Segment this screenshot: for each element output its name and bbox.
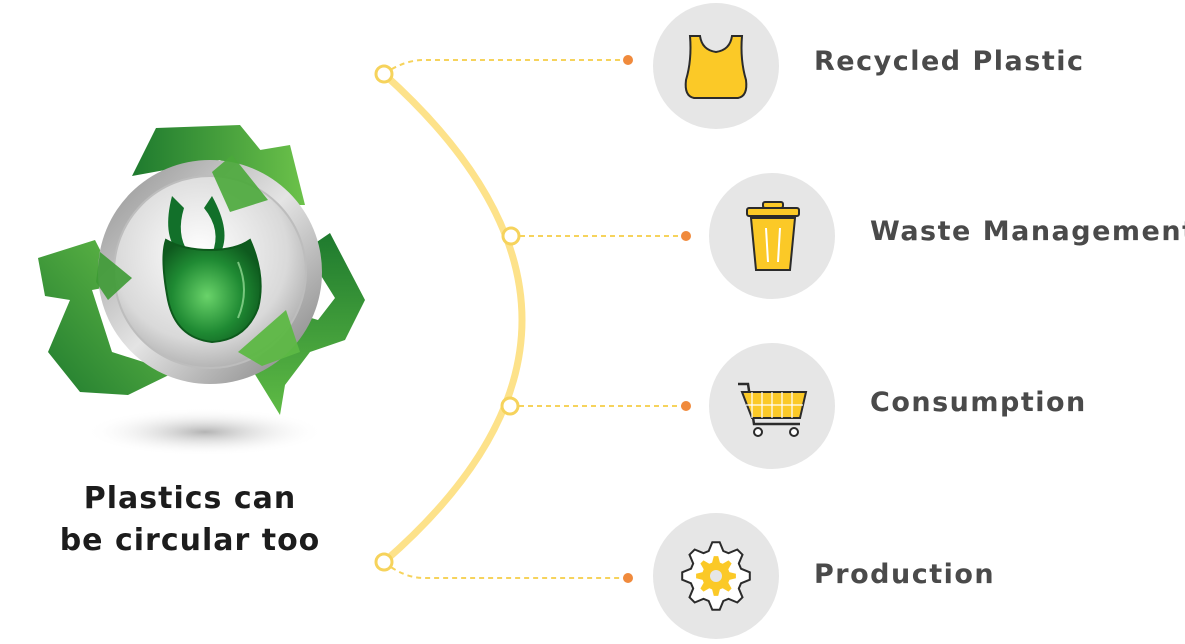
connector-dot (623, 573, 633, 583)
caption-line-2: be circular too (59, 523, 321, 558)
bin-handle (762, 201, 784, 209)
cart-wheel (789, 427, 799, 437)
timeline-node (501, 226, 521, 246)
bin-lines (765, 227, 781, 263)
connector-dot (681, 231, 691, 241)
recycle-emblem (38, 125, 365, 456)
gear-hub (710, 570, 722, 582)
item-icons (653, 3, 835, 639)
diagram-caption: Plastics can be circular too (40, 478, 340, 562)
bin-lid (746, 207, 800, 217)
label-waste-management: Waste Management (870, 216, 1185, 247)
recycle-arrow-left (38, 240, 175, 395)
emblem-shadow (85, 408, 325, 456)
plastic-bag-icon (162, 196, 262, 344)
recycle-arrow-tip-right (238, 310, 300, 366)
bag-body (684, 35, 748, 99)
recycle-arrow-tip-left (96, 252, 132, 300)
timeline-node (374, 64, 394, 84)
bin-body (749, 217, 797, 271)
connector-line (383, 59, 628, 75)
label-production: Production (814, 559, 996, 590)
timeline-node (374, 552, 394, 572)
shopping-cart-icon (738, 382, 808, 437)
gear-icon (681, 541, 751, 611)
nodes (374, 64, 521, 572)
cart-wheel (753, 427, 763, 437)
connector-dot (681, 401, 691, 411)
caption-line-1: Plastics can (83, 481, 297, 516)
recycle-arrow-tip-top (212, 155, 268, 212)
connector-dot (623, 55, 633, 65)
timeline-node (500, 396, 520, 416)
label-recycled-plastic: Recycled Plastic (814, 46, 1085, 77)
connectors (383, 55, 691, 583)
timeline-arc (380, 70, 526, 566)
label-consumption: Consumption (870, 387, 1087, 418)
plastic-bag-icon (684, 35, 748, 99)
connector-line (383, 561, 628, 579)
trash-bin-icon (746, 201, 800, 271)
